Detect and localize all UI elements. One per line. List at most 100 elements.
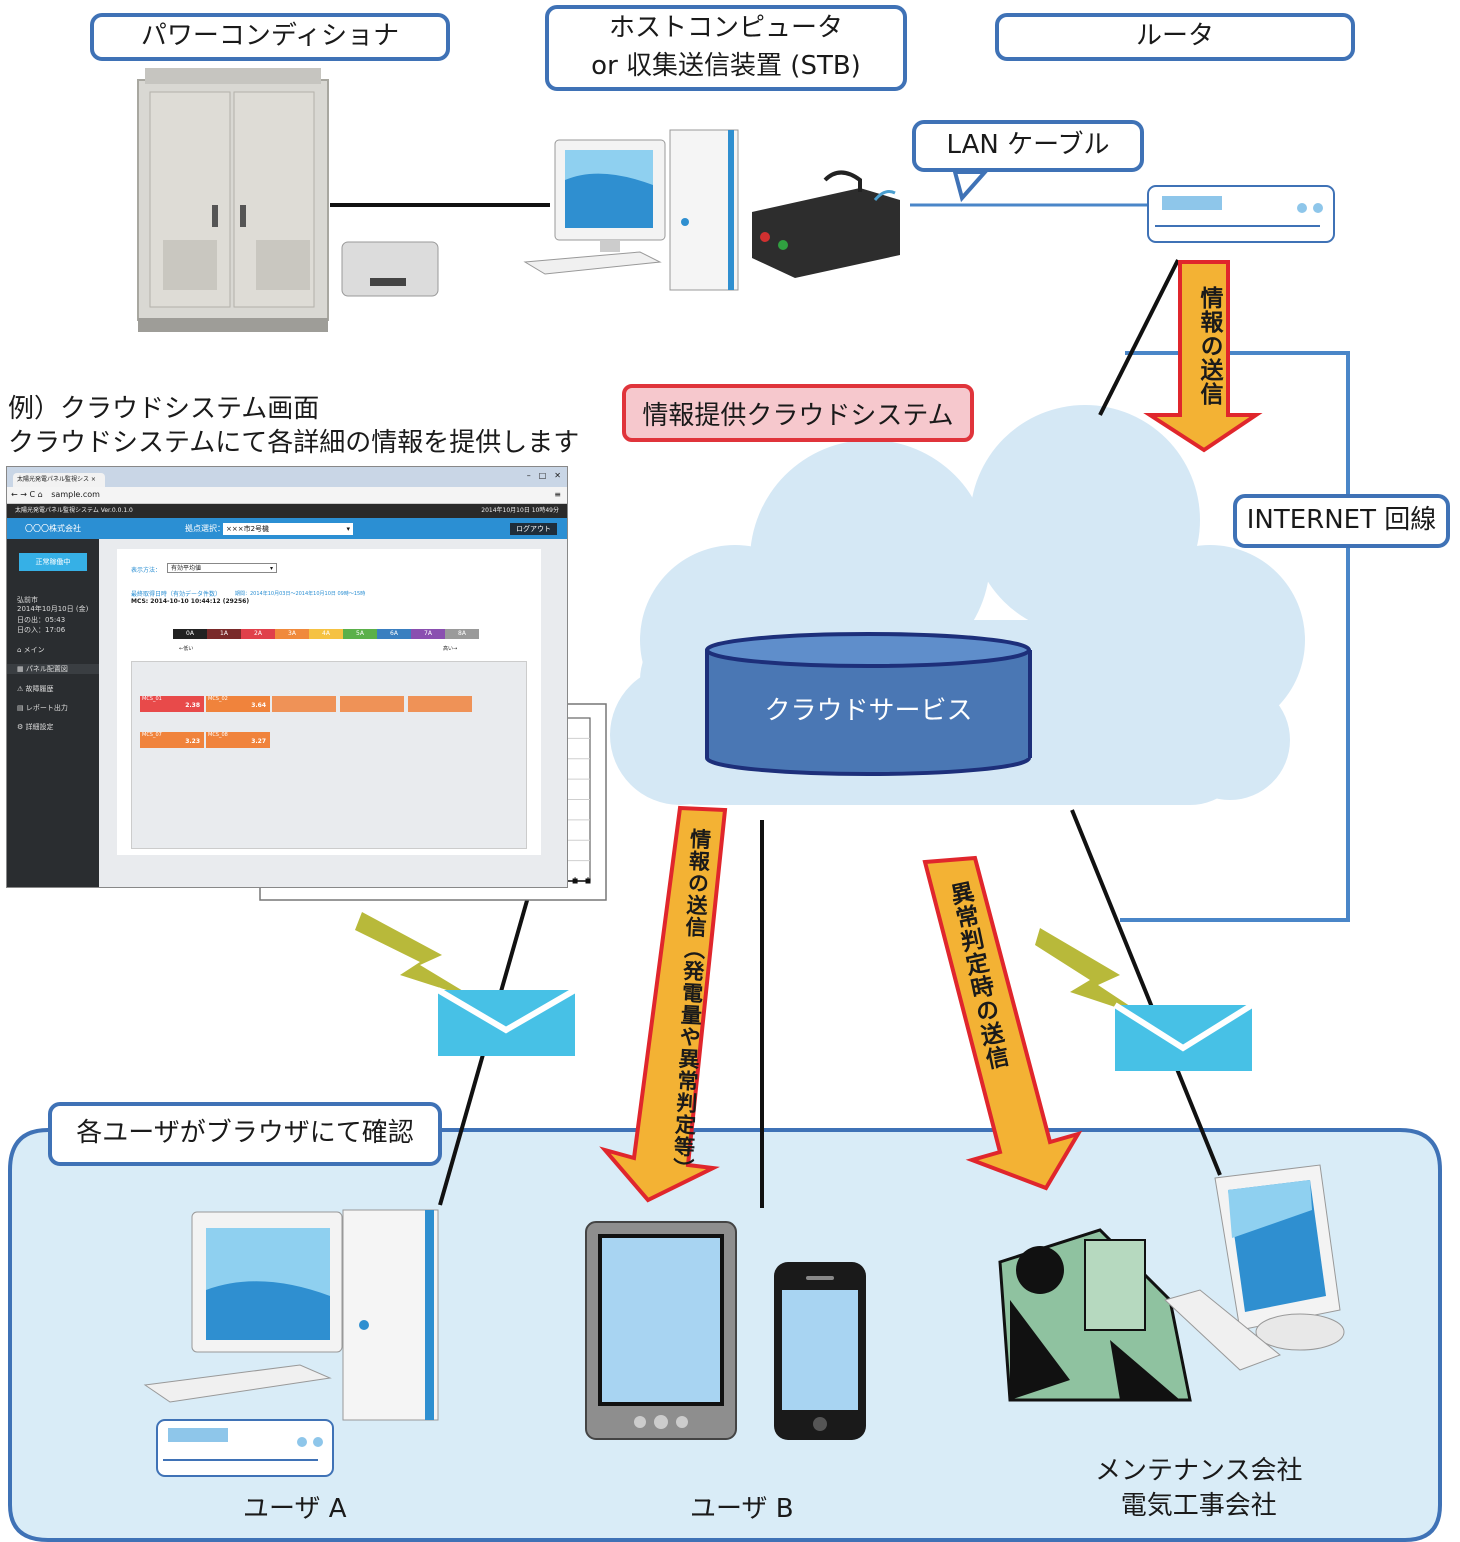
power-conditioner-label: パワーコンディショナ xyxy=(90,13,450,61)
cloud-system-title: 情報提供クラウドシステム xyxy=(622,384,974,442)
maintenance-computer xyxy=(1164,1164,1345,1371)
app-datetime: 2014年10月10日 10時49分 xyxy=(481,507,559,514)
router-device xyxy=(1147,185,1335,243)
period-text: 期間：2014年10月03日〜2014年10月10日 09時〜15時 xyxy=(235,591,366,597)
panel-cell-name: MCS_01 xyxy=(142,696,162,702)
stb-device xyxy=(752,170,900,278)
panel-cell-empty[interactable] xyxy=(408,696,472,712)
internet-line-label: INTERNET 回線 xyxy=(1233,494,1450,548)
site-select-label: 拠点選択： xyxy=(185,524,225,533)
scale-cell-3A: 3A xyxy=(275,629,309,639)
menu-item-fault-history[interactable]: ⚠ 故障履歴 xyxy=(17,685,54,693)
chart-point xyxy=(572,878,578,884)
logout-button[interactable]: ログアウト xyxy=(510,523,557,535)
sunrise-text: 日の出：05:43 xyxy=(17,616,66,624)
panel-cell[interactable]: MCS_07 3.23 xyxy=(140,732,204,748)
menu-icon[interactable]: ≡ xyxy=(554,490,561,499)
panel-cell-value: 3.23 xyxy=(185,738,200,745)
send-info-arrow-down xyxy=(599,805,728,1203)
cloud-service-database xyxy=(705,632,1032,776)
app-title: 太陽光発電パネル監視システム Ver.0.0.1.0 xyxy=(15,507,133,514)
browser-tab[interactable]: 太陽光発電パネル監視シス × xyxy=(13,473,105,487)
cloud-system-text: 情報提供クラウドシステム xyxy=(642,400,954,431)
router-text: ルータ xyxy=(1135,21,1214,52)
panel-cell[interactable]: MCS_08 3.27 xyxy=(206,732,270,748)
nav-arrows-icon[interactable]: ← → C ⌂ xyxy=(11,490,43,499)
send-info-arrow-top xyxy=(1143,260,1263,453)
user-b-label: ユーザ B xyxy=(690,1494,794,1524)
browser-titlebar: 太陽光発電パネル監視シス × – □ ✕ xyxy=(7,467,567,487)
browser-tab-title: 太陽光発電パネル監視シス xyxy=(17,476,90,483)
window-controls[interactable]: – □ ✕ xyxy=(526,471,561,480)
site-select[interactable]: ×××市2号機▾ xyxy=(223,523,353,535)
address-text: sample.com xyxy=(51,490,100,499)
scale-cell-5A: 5A xyxy=(343,629,377,639)
user-a-computer xyxy=(143,1209,439,1421)
menu-item-report[interactable]: ▤ レポート出力 xyxy=(17,704,68,712)
scale-cell-4A: 4A xyxy=(309,629,343,639)
maintenance-line1: メンテナンス会社 xyxy=(1095,1456,1303,1486)
user-a-router xyxy=(156,1419,334,1477)
panel-cell-name: MCS_07 xyxy=(142,732,162,738)
status-button[interactable]: 正常稼働中 xyxy=(19,553,87,571)
scale-high-label: 高い→ xyxy=(443,646,458,652)
date-text: 2014年10月10日 (金) xyxy=(17,605,89,613)
app-bar: 太陽光発電パネル監視システム Ver.0.0.1.0 2014年10月10日 1… xyxy=(7,504,567,518)
user-a-label: ユーザ A xyxy=(243,1494,347,1524)
host-computer-label: ホストコンピュータ or 収集送信装置 (STB) xyxy=(545,5,907,91)
users-confirm-label: 各ユーザがブラウザにて確認 xyxy=(48,1102,442,1166)
internet-line-text: INTERNET 回線 xyxy=(1246,505,1437,536)
router-label: ルータ xyxy=(995,13,1355,61)
panel-cell-empty[interactable] xyxy=(272,696,336,712)
menu-item-settings[interactable]: ⚙ 詳細設定 xyxy=(17,723,54,731)
panel-cell-name: MCS_02 xyxy=(208,696,228,702)
app-sidebar: 正常稼働中 弘前市 2014年10月10日 (金) 日の出：05:43 日の入：… xyxy=(7,539,99,887)
mail-left-icon xyxy=(436,987,577,1056)
display-method-select[interactable]: 有効平均値▾ xyxy=(167,563,277,573)
smartphone-device xyxy=(774,1262,866,1440)
site-select-value: ×××市2号機 xyxy=(226,525,270,533)
lan-cable-label: LAN ケーブル xyxy=(912,120,1144,172)
cloud-maintenance-line xyxy=(1070,809,1222,1176)
menu-item-panel-layout[interactable]: ▦ パネル配置図 xyxy=(7,664,99,674)
example-caption-line2: クラウドシステムにて各詳細の情報を提供します xyxy=(8,428,580,458)
address-bar[interactable]: ← → C ⌂ sample.com ≡ xyxy=(7,487,567,504)
send-info-top-text: 情報の送信 xyxy=(1196,286,1222,406)
last-acquired-label: 最終取得日時（有効データ件数） xyxy=(131,591,222,598)
mail-right-icon xyxy=(1113,1002,1254,1071)
lan-cable-text: LAN ケーブル xyxy=(946,130,1110,161)
panel-cell-value: 3.27 xyxy=(251,738,266,745)
mcs-line: MCS: 2014-10-10 10:44:12 (29256) xyxy=(131,598,250,605)
city-text: 弘前市 xyxy=(17,596,38,604)
maintenance-company-label: メンテナンス会社 電気工事会社 xyxy=(1095,1454,1302,1524)
host-computer-line2: or 収集送信装置 (STB) xyxy=(591,51,861,81)
lightning-left-icon xyxy=(355,912,478,1000)
host-computer-line1: ホストコンピュータ xyxy=(608,13,843,44)
host-computer xyxy=(523,129,739,291)
scale-low-label: ←低い xyxy=(179,646,194,652)
users-confirm-text: 各ユーザがブラウザにて確認 xyxy=(76,1118,414,1149)
scale-cell-1A: 1A xyxy=(207,629,241,639)
sunset-text: 日の入：17:06 xyxy=(17,626,66,634)
panel-cell-empty[interactable] xyxy=(340,696,404,712)
chart-point xyxy=(585,878,591,884)
panel-cell-name: MCS_08 xyxy=(208,732,228,738)
monitoring-unit xyxy=(341,241,439,297)
scale-cell-7A: 7A xyxy=(411,629,445,639)
tablet-device xyxy=(585,1221,737,1440)
display-method-label: 表示方法： xyxy=(131,567,162,574)
company-name: 〇〇〇株式会社 xyxy=(25,524,81,533)
router-cloud-line xyxy=(1098,259,1180,416)
example-caption-line1: 例）クラウドシステム画面 xyxy=(8,394,320,424)
scale-cell-0A: 0A xyxy=(173,629,207,639)
app-header: 〇〇〇株式会社 拠点選択： ×××市2号機▾ ログアウト xyxy=(7,518,567,540)
menu-item-main[interactable]: ⌂ メイン xyxy=(17,646,45,654)
cloud-system-screenshot: 太陽光発電パネル監視シス × – □ ✕ ← → C ⌂ sample.com … xyxy=(6,466,568,888)
send-on-abnormal-arrow xyxy=(922,855,1083,1191)
scale-cell-2A: 2A xyxy=(241,629,275,639)
